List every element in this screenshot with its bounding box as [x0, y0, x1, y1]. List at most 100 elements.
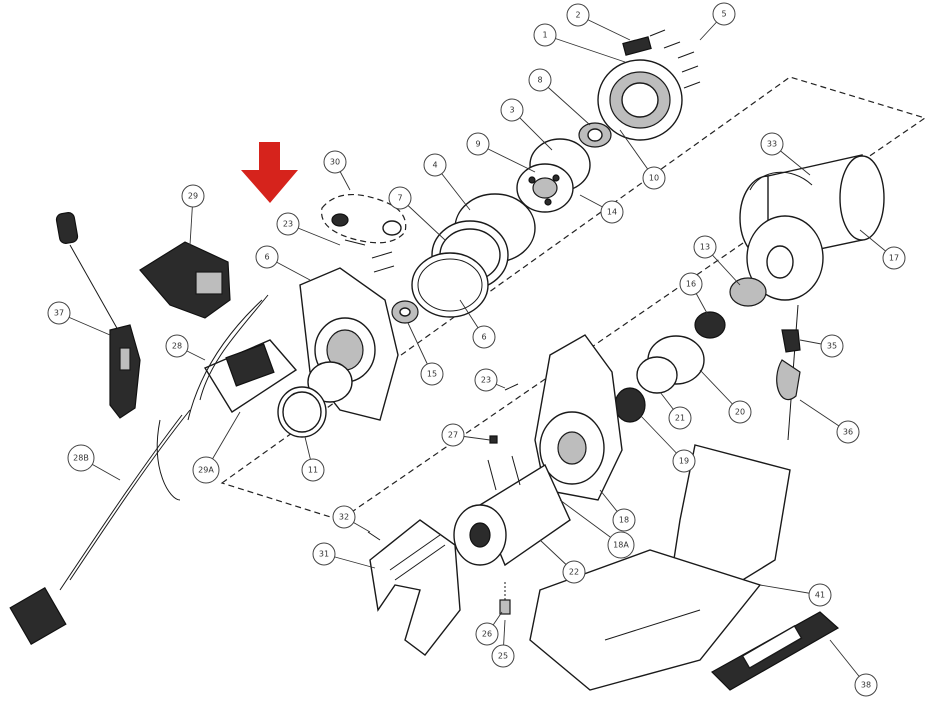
callout-c6b: 6	[472, 325, 496, 349]
callout-label: 5	[721, 10, 726, 19]
part-seal-ring	[277, 386, 327, 438]
callout-bubble	[672, 449, 696, 473]
callout-bubble	[728, 400, 752, 424]
callout-bubble	[612, 508, 636, 532]
callout-label: 29A	[198, 466, 214, 475]
callout-label: 4	[432, 161, 437, 170]
callout-bubble	[441, 423, 465, 447]
callout-c27: 27	[441, 423, 465, 447]
callout-label: 37	[54, 309, 64, 318]
callout-label: 32	[339, 513, 349, 522]
callout-bubble	[500, 98, 524, 122]
callout-bubble	[255, 245, 279, 269]
callout-bubble	[607, 531, 635, 559]
part-hook-strap	[776, 304, 801, 441]
part-fairlead	[711, 611, 840, 691]
callout-label: 15	[427, 370, 437, 379]
part-brake-kit	[320, 194, 407, 273]
part-power-cables	[9, 409, 191, 646]
part-gear-carrier	[516, 138, 591, 213]
callout-bubble	[165, 334, 189, 358]
part-fasteners	[367, 383, 519, 615]
callout-label: 9	[475, 140, 480, 149]
part-cable-drum	[739, 154, 885, 301]
callout-c25: 25	[491, 644, 515, 668]
callout-c3: 3	[500, 98, 524, 122]
callout-c18: 18	[612, 508, 636, 532]
callout-label: 6	[481, 333, 486, 342]
callout-c31: 31	[312, 542, 336, 566]
callout-c37: 37	[47, 301, 71, 325]
callout-label: 26	[482, 630, 492, 639]
callout-label: 25	[498, 652, 508, 661]
callout-bubble	[323, 150, 347, 174]
callout-c18a: 18A	[607, 531, 635, 559]
callout-bubble	[760, 132, 784, 156]
part-end-housing-right	[534, 334, 623, 501]
callout-label: 41	[815, 591, 825, 600]
callout-c7: 7	[388, 186, 412, 210]
callout-c6: 6	[255, 245, 279, 269]
callout-c28: 28	[165, 334, 189, 358]
callout-c41: 41	[808, 583, 832, 607]
callout-bubble	[820, 334, 844, 358]
leader-line-c1	[544, 34, 626, 63]
callout-label: 18A	[613, 541, 629, 550]
callout-c23a: 23	[276, 212, 300, 236]
callout-label: 21	[675, 414, 685, 423]
callout-c32: 32	[332, 505, 356, 529]
part-drum-bushings	[694, 277, 767, 339]
callout-bubble	[388, 186, 412, 210]
callout-c4: 4	[423, 153, 447, 177]
callout-bubble	[181, 184, 205, 208]
callout-label: 28	[172, 342, 182, 351]
part-control-pack	[156, 294, 298, 501]
callout-label: 22	[569, 568, 579, 577]
callout-c35: 35	[820, 334, 844, 358]
callout-label: 23	[481, 376, 491, 385]
callout-label: 17	[889, 254, 899, 263]
callout-label: 29	[188, 192, 198, 201]
callout-c21: 21	[668, 406, 692, 430]
part-sun-gear	[391, 300, 419, 324]
callout-bubble	[301, 458, 325, 482]
callout-bubble	[475, 622, 499, 646]
callout-bubble	[642, 166, 666, 190]
callout-bubble	[276, 212, 300, 236]
callout-label: 27	[448, 431, 458, 440]
callout-bubble	[882, 246, 906, 270]
callout-c36: 36	[836, 420, 860, 444]
callout-label: 7	[397, 194, 402, 203]
part-bolts	[649, 29, 701, 89]
callout-c15: 15	[420, 362, 444, 386]
callout-bubble	[668, 406, 692, 430]
callout-bubble	[528, 68, 552, 92]
part-contactor-cover	[139, 241, 231, 319]
callout-bubble	[854, 673, 878, 697]
callout-bubble	[491, 644, 515, 668]
callout-c8: 8	[528, 68, 552, 92]
callout-c14: 14	[600, 200, 624, 224]
callout-label: 19	[679, 457, 689, 466]
callout-label: 30	[330, 158, 340, 167]
callout-label: 11	[308, 466, 318, 475]
callout-c9: 9	[466, 132, 490, 156]
callout-bubble	[47, 301, 71, 325]
part-ring-gears	[411, 193, 536, 318]
callout-bubble	[312, 542, 336, 566]
callout-bubble	[420, 362, 444, 386]
callout-bubble	[423, 153, 447, 177]
callout-label: 3	[509, 106, 514, 115]
callout-c22: 22	[562, 560, 586, 584]
part-motor	[453, 455, 571, 567]
callout-bubble	[533, 23, 557, 47]
callout-label: 35	[827, 342, 837, 351]
part-motor-cover	[369, 519, 461, 656]
callout-bubble	[474, 368, 498, 392]
callout-c20: 20	[728, 400, 752, 424]
callout-label: 20	[735, 408, 745, 417]
part-planet-gear-set	[578, 122, 612, 148]
down-arrow-icon	[241, 142, 298, 203]
callout-label: 16	[686, 280, 696, 289]
